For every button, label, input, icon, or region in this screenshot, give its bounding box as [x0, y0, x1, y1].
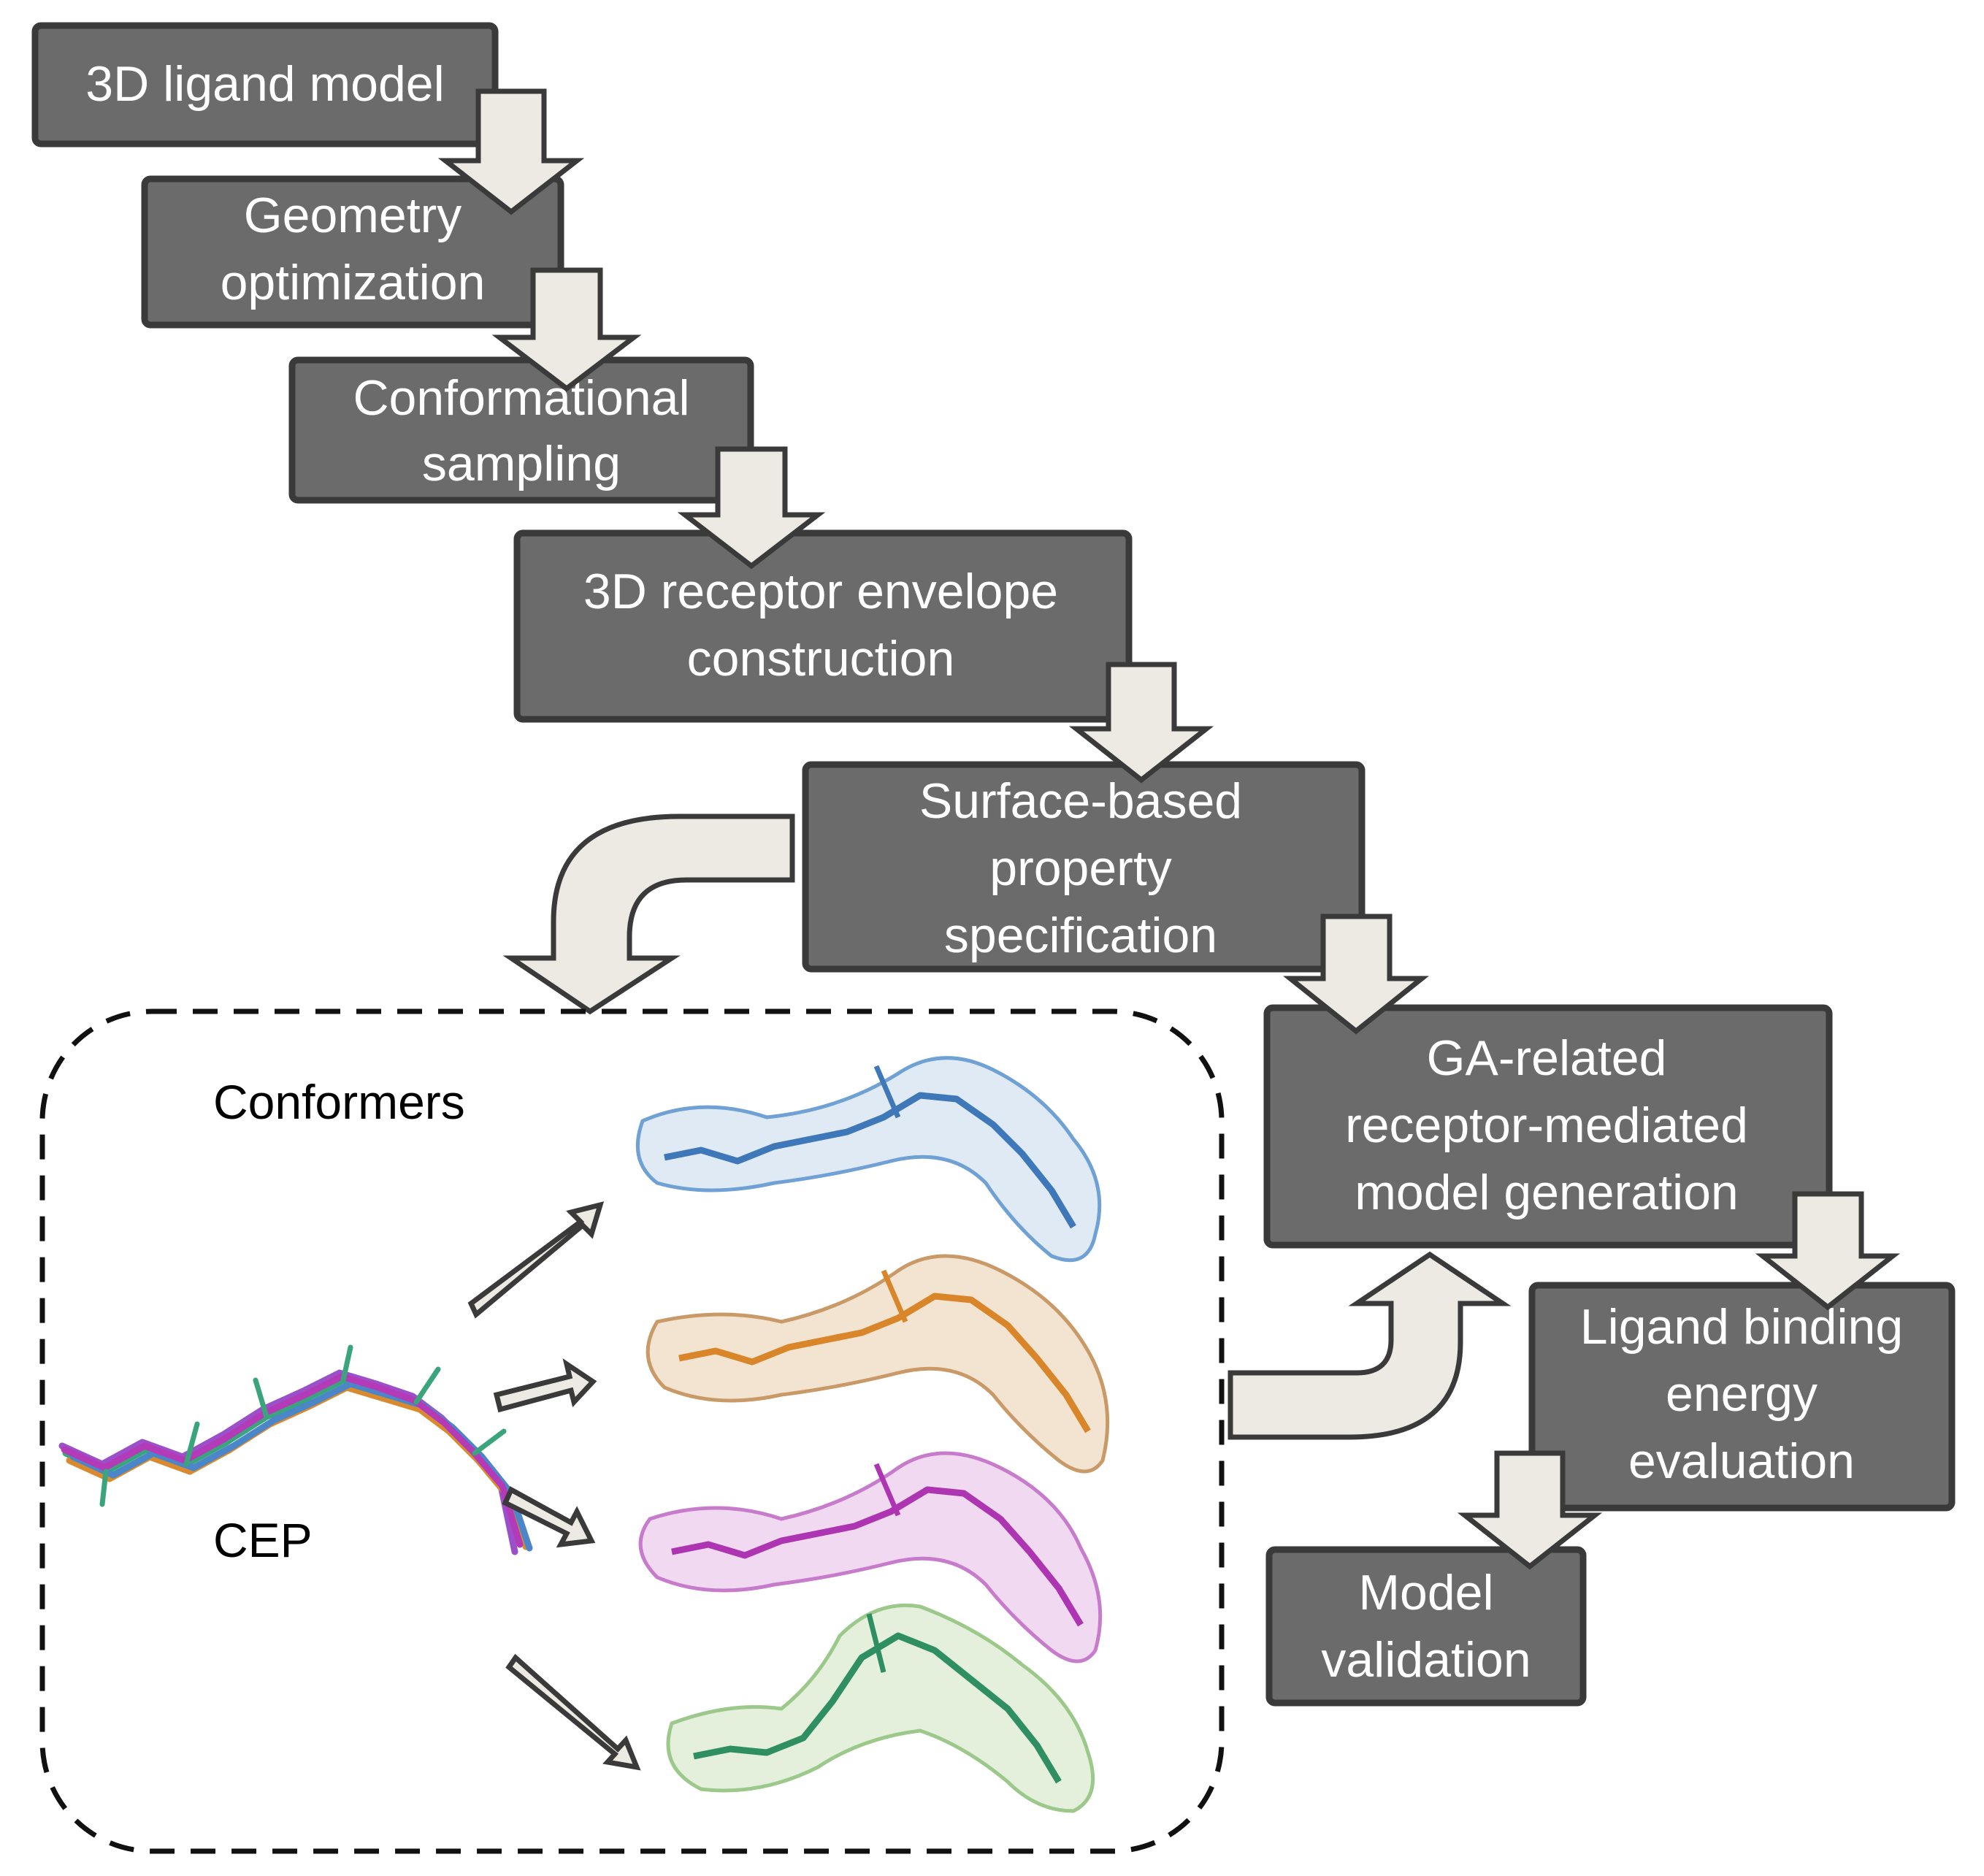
conformer-orange	[646, 1254, 1110, 1474]
curved-arrow-to-conformers	[502, 813, 795, 1015]
conformer-arrow-1	[467, 1201, 605, 1319]
step-surface-property: Surface-based property specification	[802, 761, 1366, 973]
step-receptor-envelope-line-2: construction	[687, 631, 955, 686]
step-surface-property-line-1: Surface-based	[919, 773, 1242, 829]
down-arrow-3	[677, 446, 826, 570]
step-ligand-model-line-1: 3D ligand model	[85, 56, 444, 112]
step-conformational-line-1: Conformational	[353, 370, 689, 426]
step-receptor-envelope-line-1: 3D receptor envelope	[583, 564, 1058, 619]
conformers-label: Conformers	[213, 1075, 465, 1129]
step-conformational-sampling: Conformational sampling	[288, 356, 754, 504]
down-arrow-4	[1068, 662, 1214, 784]
curved-arrow-to-ga-model	[1227, 1251, 1512, 1440]
step-binding-energy: Ligand binding energy evaluation	[1528, 1282, 1956, 1512]
cep-molecule	[58, 1344, 533, 1555]
step-binding-energy-line-1: Ligand binding	[1580, 1299, 1903, 1355]
down-arrow-6	[1755, 1191, 1901, 1311]
step-validation-line-2: validation	[1321, 1632, 1531, 1688]
step-surface-property-line-3: specification	[944, 908, 1217, 963]
conformer-arrow-3	[502, 1486, 596, 1548]
conformer-green	[666, 1603, 1095, 1813]
step-ga-model-line-2: receptor-mediated	[1345, 1098, 1748, 1153]
conformer-arrow-2	[493, 1358, 597, 1413]
step-binding-energy-line-2: energy	[1666, 1366, 1818, 1422]
step-surface-property-line-2: property	[989, 841, 1171, 896]
step-receptor-envelope: 3D receptor envelope construction	[513, 529, 1133, 723]
down-arrow-2	[491, 267, 642, 392]
step-ga-model-line-1: GA-related	[1427, 1030, 1667, 1086]
step-geometry-line-2: optimization	[221, 255, 486, 310]
conformer-panel: Conformers CEP	[39, 1008, 1225, 1854]
down-arrow-7	[1457, 1450, 1603, 1570]
step-binding-energy-line-3: evaluation	[1628, 1433, 1855, 1489]
cep-label: CEP	[213, 1513, 313, 1567]
step-model-validation: Model validation	[1265, 1546, 1587, 1707]
conformer-arrow-4	[505, 1653, 641, 1771]
down-arrow-5	[1283, 914, 1429, 1035]
step-validation-line-1: Model	[1358, 1565, 1493, 1620]
step-ga-model-line-3: model generation	[1355, 1165, 1738, 1220]
step-conformational-line-2: sampling	[422, 436, 621, 491]
conformer-magenta	[638, 1451, 1103, 1663]
step-ga-model-generation: GA-related receptor-mediated model gener…	[1263, 1004, 1833, 1249]
conformer-blue	[635, 1056, 1102, 1263]
step-geometry-line-1: Geometry	[244, 188, 462, 243]
step-geometry-optimization: Geometry optimization	[141, 175, 564, 329]
down-arrow-1	[437, 88, 585, 215]
step-ligand-model: 3D ligand model	[31, 22, 499, 148]
